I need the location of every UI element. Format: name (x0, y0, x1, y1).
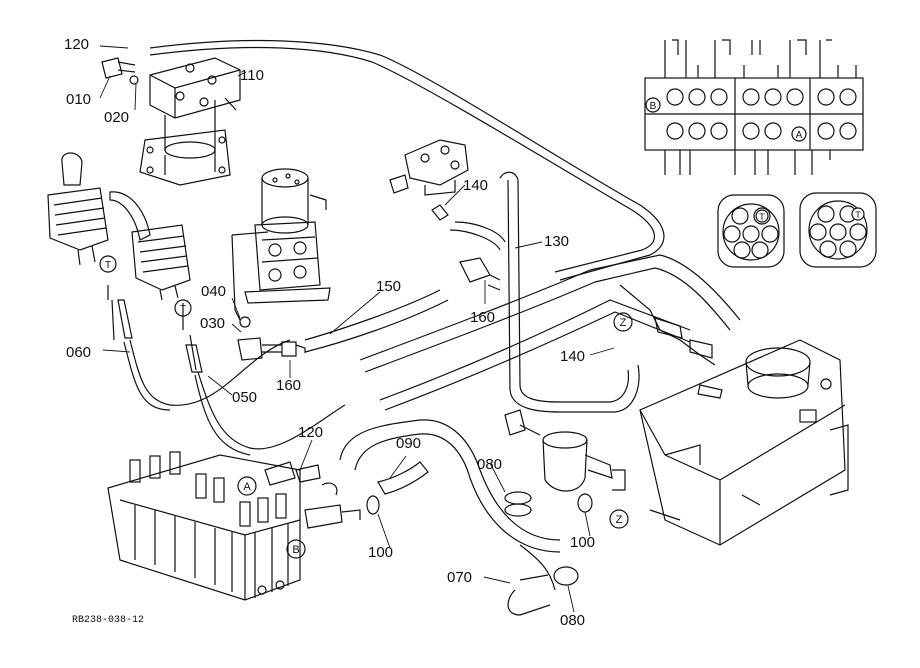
callout-050: 050 (232, 389, 258, 406)
swivel-fittings (237, 316, 306, 361)
valve-schematic (644, 39, 864, 175)
marker-t-face-left: T (755, 209, 769, 223)
hose-clamps (366, 491, 593, 517)
callout-120-top: 120 (64, 36, 90, 53)
marker-t-label: T (759, 212, 765, 222)
schematic-ports-top (666, 88, 857, 106)
callout-160-left: 160 (276, 377, 302, 394)
callout-130: 130 (544, 233, 570, 250)
marker-z-lower: Z (609, 509, 629, 529)
suction-filter (504, 409, 626, 492)
marker-z-label: Z (620, 317, 627, 329)
hose-130 (459, 171, 640, 413)
marker-t-label: T (855, 210, 861, 220)
callout-060: 060 (66, 344, 92, 361)
joystick-right (109, 191, 191, 301)
hose-090 (339, 419, 561, 591)
leader-lines (99, 45, 615, 613)
marker-t-left: T (99, 255, 117, 273)
callout-120-lower: 120 (298, 424, 324, 441)
hose-070 (507, 566, 579, 616)
return-line-loop (149, 39, 665, 281)
swivel-joint (231, 168, 331, 321)
callout-100-right: 100 (570, 534, 596, 551)
schematic-ports-bottom (666, 122, 857, 140)
marker-b-label: B (292, 544, 299, 556)
marker-b-schematic: B (645, 97, 661, 113)
hydraulic-tank (639, 339, 849, 546)
callout-140-top: 140 (463, 177, 489, 194)
drawing-code: RB238-038-12 (72, 615, 145, 626)
marker-t-face-right: T (851, 207, 865, 221)
marker-a-schematic: A (791, 126, 807, 142)
marker-a-label: A (796, 130, 803, 141)
callout-070: 070 (447, 569, 473, 586)
callout-080-mid: 080 (477, 456, 503, 473)
marker-t-label: T (105, 260, 111, 271)
marker-t-label: T (180, 304, 186, 315)
callout-080-bottom: 080 (560, 612, 586, 629)
pilot-valve-assembly (101, 57, 241, 186)
callout-040: 040 (201, 283, 227, 300)
hose-150 (304, 289, 449, 353)
callout-140-lower: 140 (560, 348, 586, 365)
marker-b-valve: B (286, 539, 306, 559)
callout-110: 110 (240, 67, 264, 84)
port-face-right (799, 192, 877, 268)
main-control-valve (107, 451, 361, 601)
callout-150: 150 (376, 278, 402, 295)
callout-020: 020 (104, 109, 130, 126)
marker-a-valve: A (237, 476, 257, 496)
pressure-lines (359, 254, 741, 411)
joystick-left (47, 152, 109, 266)
marker-z-upper: Z (613, 312, 633, 332)
callout-010: 010 (66, 91, 92, 108)
callout-100-left: 100 (368, 544, 394, 561)
marker-b-label: B (650, 101, 657, 112)
marker-a-label: A (243, 481, 251, 493)
callout-160-right: 160 (470, 309, 496, 326)
marker-z-label: Z (616, 514, 623, 526)
port-face-left (717, 194, 785, 268)
callout-090: 090 (396, 435, 422, 452)
upper-control-valve (389, 139, 506, 251)
marker-t-right: T (174, 299, 192, 317)
callout-030: 030 (200, 315, 226, 332)
